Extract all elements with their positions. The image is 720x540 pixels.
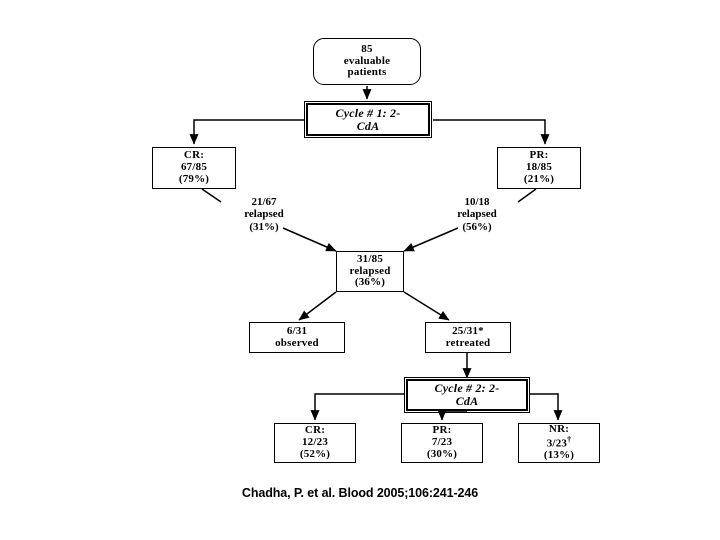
edge-cycle1-to-pr1: [433, 119, 550, 145]
pr1-line-2: 18/85: [525, 161, 553, 174]
node-retreated[interactable]: 25/31* retreated: [425, 322, 511, 353]
cohort-line-2: evaluable: [343, 54, 391, 67]
citation: Chadha, P. et al. Blood 2005;106:241-246: [241, 486, 479, 500]
node-relapsed-total[interactable]: 31/85 relapsed (36%): [336, 251, 404, 292]
nr2-line-1: NR:: [548, 422, 570, 435]
node-cohort[interactable]: 85 evaluable patients: [313, 38, 421, 85]
node-observed[interactable]: 6/31 observed: [249, 322, 345, 353]
edge-total-to-observed: [298, 291, 337, 321]
cr2-line-3: (52%): [299, 447, 331, 460]
retreated-line-2: retreated: [445, 336, 491, 349]
node-pr-cycle1[interactable]: PR: 18/85 (21%): [497, 147, 581, 189]
cycle1-line-1: Cycle # 1: 2-: [335, 105, 401, 120]
edge-pr1-to-prrelapsed: [517, 188, 537, 203]
relapsed-total-line-3: (36%): [354, 276, 386, 289]
edge-total-to-retreated: [403, 291, 450, 321]
node-pr-cycle2[interactable]: PR: 7/23 (30%): [401, 423, 483, 463]
node-cr-cycle2[interactable]: CR: 12/23 (52%): [274, 423, 356, 463]
cr2-line-1: CR:: [304, 424, 326, 437]
cr-relapsed-line-1: 21/67: [251, 196, 277, 208]
edge-prrelapsed-to-total: [403, 227, 459, 252]
pr1-line-3: (21%): [523, 172, 555, 185]
pr1-line-1: PR:: [529, 149, 549, 162]
cr1-line-3: (79%): [178, 172, 210, 185]
cohort-line-1: 85: [361, 42, 373, 55]
edge-cycle2-to-nr2: [529, 393, 563, 421]
pr-relapsed-line-1: 10/18: [464, 196, 490, 208]
edge-cr1-to-crrelapsed: [201, 188, 222, 203]
pr2-line-3: (30%): [426, 447, 458, 460]
cr1-line-1: CR:: [183, 149, 205, 162]
pr2-line-1: PR:: [432, 424, 452, 437]
node-cycle-2[interactable]: Cycle # 2: 2- CdA: [403, 376, 531, 414]
pr-relapsed-line-2: relapsed: [457, 208, 497, 221]
edge-cycle2-to-cr2: [310, 393, 405, 421]
cycle2-line-1: Cycle # 2: 2-: [434, 381, 500, 396]
edge-cycle2-to-pr2: [437, 410, 467, 421]
cr1-line-2: 67/85: [180, 161, 208, 174]
observed-line-2: observed: [275, 336, 319, 349]
retreated-line-1: 25/31*: [452, 324, 484, 337]
cohort-line-3: patients: [347, 66, 387, 79]
cycle2-line-2: CdA: [455, 394, 479, 408]
pr2-line-2: 7/23: [431, 436, 453, 449]
relapsed-total-line-1: 31/85: [356, 252, 384, 265]
pr-relapsed-line-3: (56%): [462, 220, 492, 233]
node-nr-cycle2[interactable]: NR: 3/23† (13%): [518, 423, 600, 463]
nr2-line-3: (13%): [543, 449, 575, 462]
relapsed-total-line-2: relapsed: [349, 264, 391, 277]
label-pr-relapsed: 10/18 relapsed (56%): [435, 196, 519, 233]
observed-line-1: 6/31: [286, 324, 308, 337]
cr2-line-2: 12/23: [301, 436, 329, 449]
label-cr-relapsed: 21/67 relapsed (31%): [222, 196, 306, 233]
cr-relapsed-line-2: relapsed: [244, 208, 284, 221]
nr2-value: 3/23: [546, 437, 568, 450]
nr2-footnote-marker: †: [567, 434, 572, 444]
edge-cycle1-to-cr1: [189, 119, 305, 145]
cycle1-line-2: CdA: [356, 118, 380, 133]
node-cr-cycle1[interactable]: CR: 67/85 (79%): [152, 147, 236, 189]
cr-relapsed-line-3: (31%): [249, 220, 279, 233]
edge-crrelapsed-to-total: [282, 227, 337, 252]
node-cycle-1[interactable]: Cycle # 1: 2- CdA: [303, 100, 433, 139]
nr2-line-2: 3/23†: [546, 434, 572, 451]
